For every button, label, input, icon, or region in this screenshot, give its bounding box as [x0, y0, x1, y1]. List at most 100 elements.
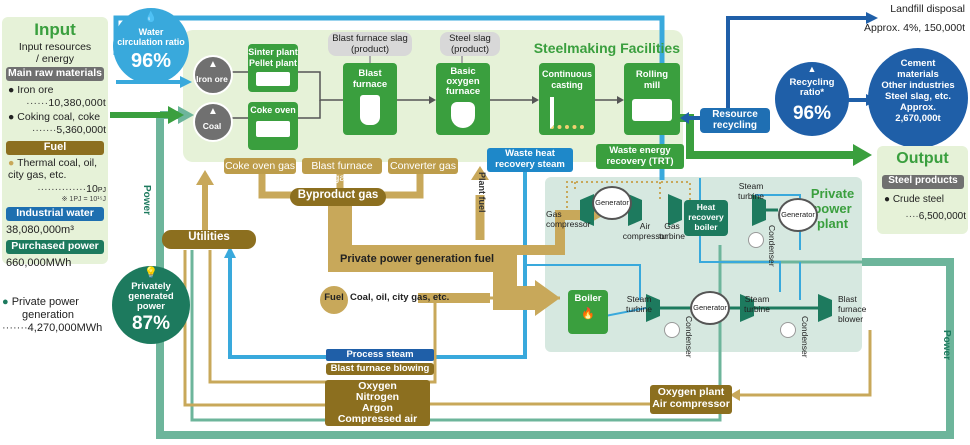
waste-heat-box: Waste heat recovery steam	[487, 148, 573, 172]
private-power-note: ● Private power generation ·······4,270,…	[2, 296, 103, 334]
condenser-label-1: Condenser	[767, 225, 777, 267]
fuel-node	[318, 284, 350, 316]
steam-turbine-label-3: Steam turbine	[744, 294, 770, 314]
fuel-detail-label: Coal, oil, city gas, etc.	[350, 292, 450, 303]
output-panel	[877, 146, 968, 234]
converter-gas-tag: Converter gas	[388, 158, 458, 174]
recycling-ratio-value: 96%	[792, 103, 832, 124]
crude-steel-item: ● Crude steel	[884, 194, 944, 205]
bof-box: Basic oxygen furnace	[436, 63, 490, 135]
water-drop-icon: 💧	[144, 12, 158, 23]
industrial-water-value: 38,080,000m³	[6, 224, 74, 236]
sinter-plant-box: Sinter plant Pellet plant	[248, 44, 298, 92]
cement-label: Cement materials Other industries Steel …	[881, 58, 955, 124]
continuous-casting-box: Continuous casting	[539, 63, 595, 135]
bf-blowing-bar: Blast furnace blowing	[326, 363, 434, 375]
steam-turbine-label-2: Steam turbine	[626, 294, 652, 314]
recycling-pile-icon: ▲	[807, 64, 817, 74]
iron-ore-label: Iron ore	[17, 84, 54, 96]
iron-ore-value: ······10,380,000t	[26, 97, 106, 109]
process-steam-bar: Process steam	[326, 349, 434, 361]
rolling-mill-box: Rolling mill	[624, 63, 680, 135]
condenser-icon-2	[664, 322, 680, 338]
input-subtitle-line1: Input resources	[18, 41, 92, 53]
bullet-icon: ●	[8, 84, 18, 96]
recycling-ratio-badge	[775, 62, 849, 136]
lightbulb-icon: 💡	[144, 267, 158, 279]
steelmaking-title: Steelmaking Facilities	[533, 40, 680, 56]
condenser-icon-3	[780, 322, 796, 338]
water-circulation-value: 96%	[130, 50, 172, 72]
generator-3: Generator	[690, 291, 730, 325]
main-raw-materials-header: Main raw materials	[6, 67, 104, 81]
input-title: Input	[34, 20, 76, 39]
coal-pile-icon: ▲	[208, 106, 218, 117]
coal-node	[193, 102, 233, 142]
steel-slag-label: Steel slag (product)	[440, 32, 500, 56]
water-circulation-label: Water circulation ratio	[117, 27, 185, 47]
condenser-label-2: Condenser	[684, 316, 694, 358]
purchased-power-value: 660,000MWh	[6, 257, 72, 269]
bullet-icon: ●	[884, 194, 893, 205]
coking-coal-item: ● Coking coal, coke	[8, 111, 108, 123]
water-circulation-badge	[113, 8, 189, 84]
continuous-casting-icon	[550, 97, 584, 129]
sinter-plant-icon	[256, 72, 290, 86]
blast-furnace-box: Blast furnace	[343, 63, 397, 135]
heat-recovery-boiler-box: Heat recovery boiler	[684, 200, 728, 236]
bullet-icon: ●	[8, 111, 18, 123]
condenser-label-3: Condenser	[800, 316, 810, 358]
crude-steel-value: ····6,500,000t	[905, 211, 966, 222]
fuel-value: ··············10PJ	[37, 183, 106, 195]
oxygen-plant-box: Oxygen plant Air compressor	[650, 385, 732, 414]
purchased-power-header: Purchased power	[6, 240, 104, 254]
coking-coal-value: ·······5,360,000t	[31, 124, 106, 136]
cement-badge	[868, 48, 968, 148]
iron-ore-node-label: Iron ore	[196, 74, 228, 84]
iron-ore-pile-icon: ▲	[208, 59, 218, 70]
private-generated-badge	[112, 266, 190, 344]
input-panel	[2, 17, 108, 264]
resource-recycling-box: Resource recycling	[700, 108, 770, 133]
condenser-icon-1	[748, 232, 764, 248]
private-power-fuel-label: Private power generation fuel	[340, 253, 495, 265]
power-right-label: Power	[941, 330, 952, 361]
industrial-water-header: Industrial water	[6, 207, 104, 221]
coking-coal-label: Coking coal, coke	[17, 111, 101, 123]
input-subtitle-line2: / energy	[36, 53, 74, 65]
input-subtitle: Input resources / energy	[2, 41, 108, 65]
generator-2: Generator	[778, 198, 818, 232]
rolling-mill-icon	[632, 99, 672, 121]
flame-icon: 🔥	[581, 308, 595, 320]
bullet-icon: ●	[8, 157, 18, 169]
recycling-ratio-label: Recycling ratio*	[789, 77, 835, 98]
waste-energy-box: Waste energy recovery (TRT)	[596, 144, 684, 169]
boiler-box: Boiler 🔥	[568, 290, 608, 334]
generator-1: Generator	[592, 186, 632, 220]
fuel-header: Fuel	[6, 141, 104, 155]
landfill-value: Approx. 4%, 150,000t	[864, 22, 965, 34]
coke-oven-box: Coke oven	[248, 102, 298, 150]
bf-blower-label: Blast furnace blower	[838, 294, 867, 324]
thermal-coal-item: ● Thermal coal, oil, city gas, etc.	[8, 157, 98, 181]
pj-note: ※ 1PJ = 10¹⁵J	[61, 196, 106, 203]
coke-oven-gas-tag: Coke oven gas	[224, 158, 296, 174]
coal-node-label: Coal	[202, 121, 222, 131]
steam-turbine-label-1: Steam turbine	[738, 181, 764, 201]
private-generated-value: 87%	[131, 313, 171, 334]
bullet-icon: ●	[2, 296, 12, 308]
utilities-box: Utilities	[162, 230, 256, 249]
blast-furnace-icon	[360, 95, 380, 125]
blast-furnace-gas-tag: Blast furnace gas	[302, 158, 382, 184]
gas-turbine-label: Gas turbine	[659, 221, 685, 241]
plant-fuel-label: Plant fuel	[477, 172, 487, 213]
coke-oven-icon	[256, 121, 290, 137]
iron-ore-item: ● Iron ore	[8, 84, 106, 96]
landfill-title: Landfill disposal	[890, 3, 965, 15]
byproduct-gas-box: Byproduct gas	[290, 188, 386, 206]
power-left-label: Power	[141, 185, 152, 216]
gases-box: Oxygen Nitrogen Argon Compressed air	[325, 380, 430, 426]
steel-products-header: Steel products	[882, 175, 964, 189]
iron-ore-node	[193, 55, 233, 95]
gas-compressor-label: Gas compressor	[546, 209, 591, 229]
